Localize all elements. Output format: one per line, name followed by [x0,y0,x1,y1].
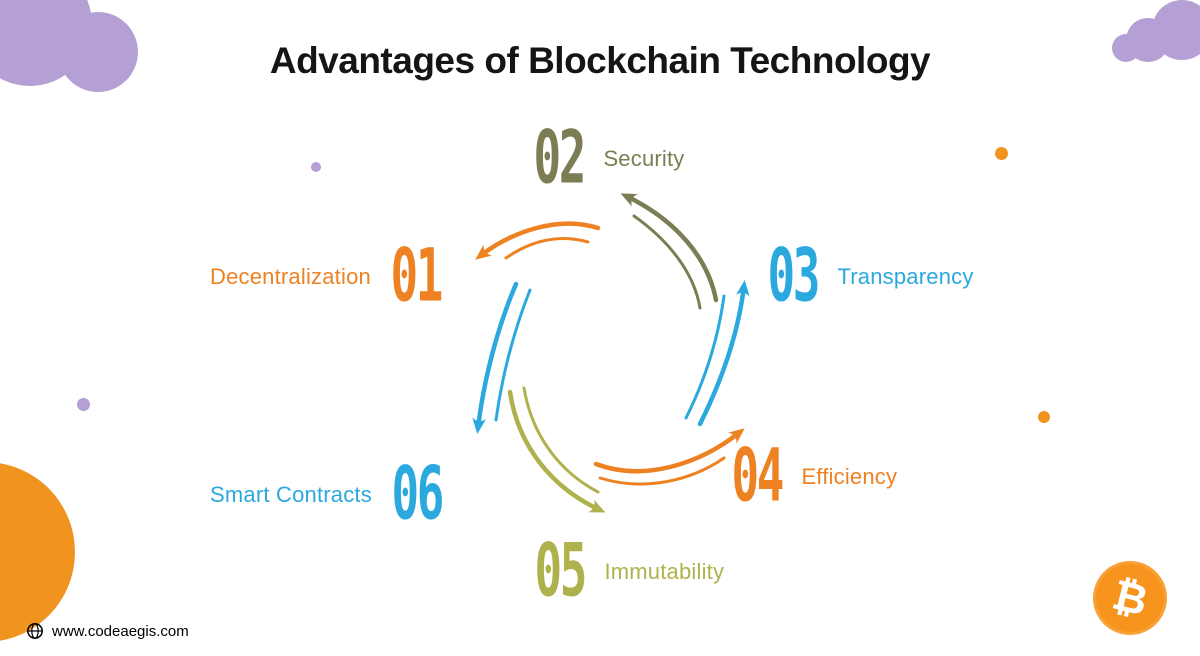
step-03-transparency: 03 Transparency [762,234,974,319]
orange-dot-top-right [995,147,1008,160]
orange-dot-right [1038,411,1050,423]
arrow-to-06 [472,281,519,434]
step-01-label: Decentralization [210,264,371,289]
footer: www.codeaegis.com [26,622,189,640]
step-01-number: 01 [390,234,443,319]
page-title: Advantages of Blockchain Technology [269,40,931,81]
bitcoin-coin-icon: ₿ [1093,561,1167,635]
step-04-number: 04 [731,434,785,519]
cycle-arrows [472,193,750,513]
globe-icon [27,623,43,639]
step-04-label: Efficiency [801,464,898,489]
step-03-label: Transparency [837,264,974,289]
step-01-decentralization: Decentralization 01 [210,234,446,319]
bitcoin-symbol: ₿ [1107,569,1153,626]
arrow-to-05-inner [522,386,600,494]
arrow-to-06-inner [494,288,532,422]
step-02-number: 02 [533,116,587,201]
arrow-to-04-inner [598,456,726,486]
arrow-to-02-inner [632,214,702,310]
corner-quarter-circle [0,462,75,642]
step-03-number: 03 [767,234,821,319]
arrow-to-05 [507,389,606,513]
arrow-to-01 [475,221,601,260]
step-04-efficiency: 04 Efficiency [726,434,898,519]
arrow-to-03 [697,280,750,427]
step-02-label: Security [603,146,685,171]
arrow-to-04 [593,428,745,474]
step-06-label: Smart Contracts [210,482,372,507]
step-05-label: Immutability [604,559,725,584]
arrow-to-03-inner [684,294,726,420]
step-06-smart-contracts: Smart Contracts 06 [210,452,447,537]
website-url: www.codeaegis.com [52,622,189,640]
arrow-to-01-inner [504,237,590,260]
step-05-number: 05 [534,529,588,614]
arrow-to-02 [620,193,719,303]
purple-dot-top [311,162,321,172]
step-02-security: 02 Security [528,116,685,201]
step-06-number: 06 [391,452,444,537]
purple-dot-left [77,398,90,411]
step-05-immutability: 05 Immutability [529,529,725,614]
